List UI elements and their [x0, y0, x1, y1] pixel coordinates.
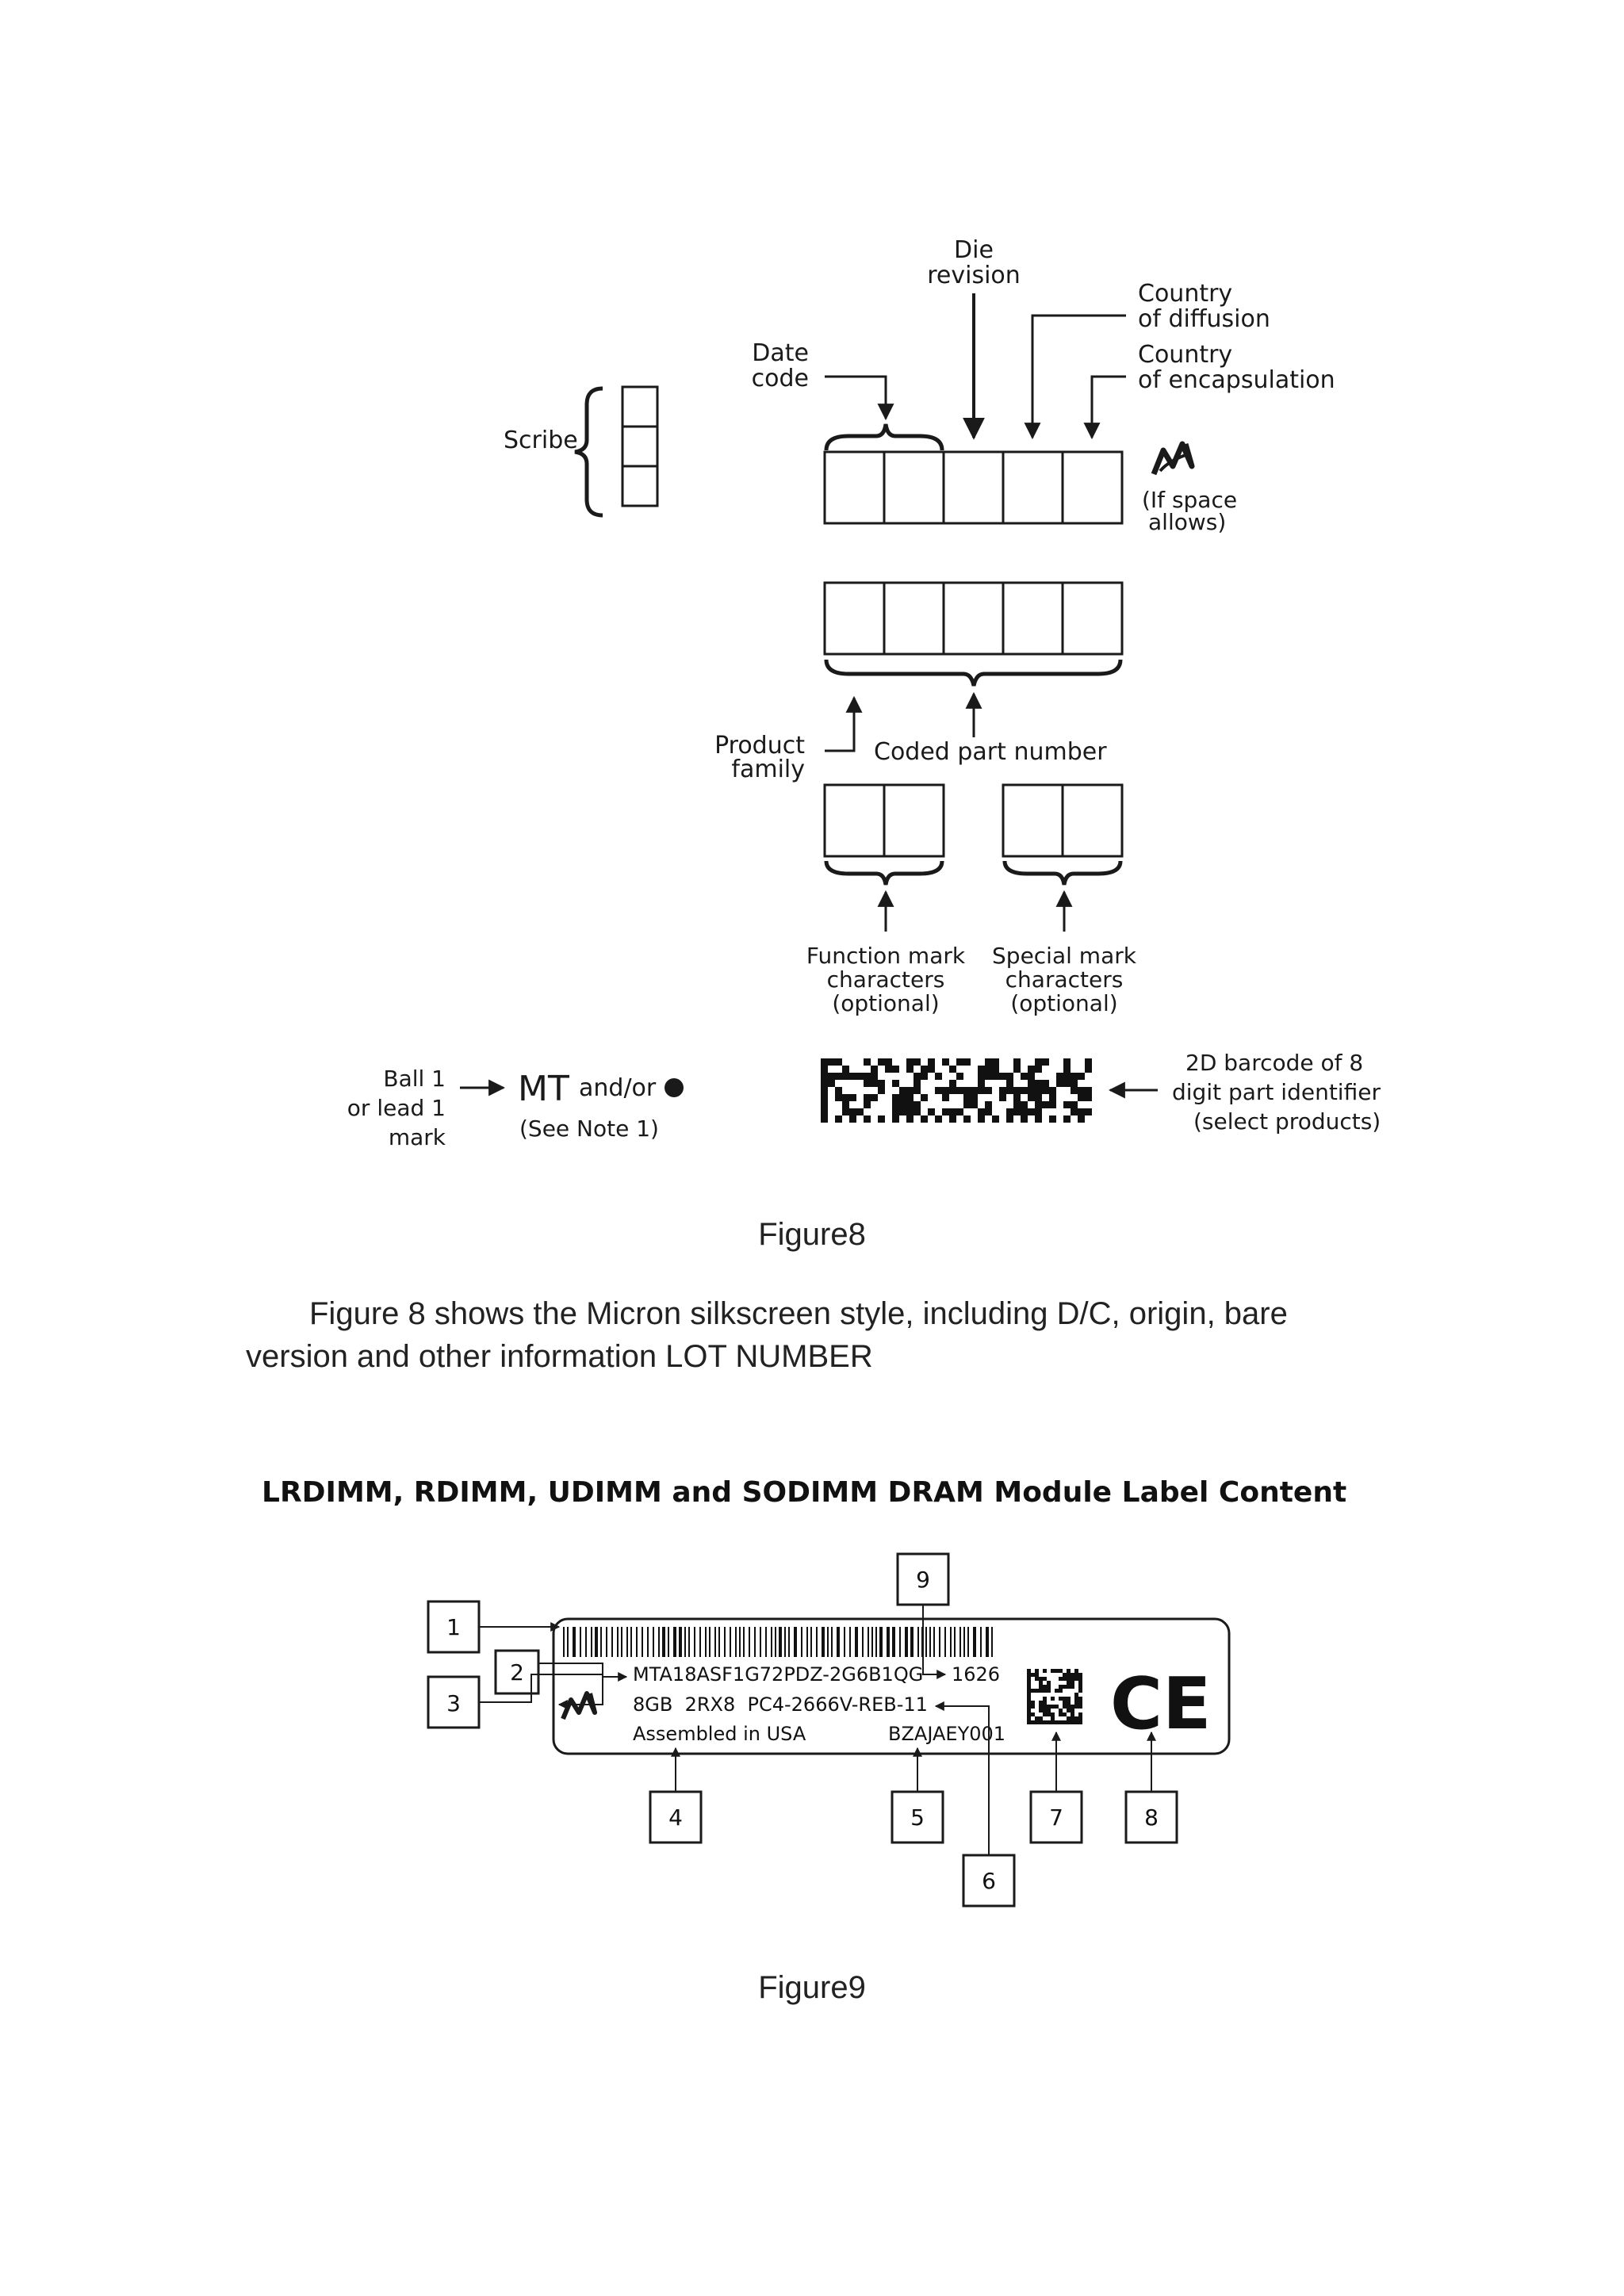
special-mark-boxes [1002, 783, 1124, 858]
callout-5: 5 [910, 1804, 925, 1831]
date-code-label-2: code [752, 365, 809, 392]
callout-9: 9 [916, 1567, 930, 1593]
callout-7: 7 [1049, 1804, 1063, 1831]
country-diffusion-label-1: Country [1138, 280, 1232, 308]
special-mark-label-2: characters [1005, 966, 1124, 993]
spec-text: 8GB 2RX8 PC4-2666V-REB-11 [633, 1693, 928, 1716]
top-row-boxes [823, 450, 1124, 525]
mt-logo-text: MT [518, 1069, 569, 1109]
barcode-label-3: (select products) [1193, 1108, 1381, 1135]
ball1-label-1: Ball 1 [383, 1066, 446, 1092]
figure-8-caption: Figure8 [758, 1217, 866, 1252]
country-encapsulation-label-2: of encapsulation [1138, 366, 1335, 394]
callout-4: 4 [668, 1804, 683, 1831]
data-matrix-icon [1027, 1669, 1082, 1724]
module-label [552, 1617, 1231, 1755]
dot-mark-icon [665, 1078, 684, 1097]
barcode-label-1: 2D barcode of 8 [1185, 1050, 1363, 1076]
see-note-label: (See Note 1) [519, 1115, 659, 1142]
callout-8: 8 [1144, 1804, 1159, 1831]
coded-part-number-label: Coded part number [874, 738, 1107, 766]
micron-marking-diagram: Scribe Die revision Country of diffusion… [301, 198, 1459, 1165]
body-paragraph: Figure 8 shows the Micron silkscreen sty… [246, 1292, 1372, 1378]
country-diffusion-label-2: of diffusion [1138, 305, 1270, 333]
scribe-label: Scribe [504, 427, 578, 454]
if-space-allows-1: (If space [1142, 487, 1237, 513]
date-code-text: 1626 [952, 1663, 1000, 1686]
barcode-label-2: digit part identifier [1172, 1079, 1381, 1105]
country-encapsulation-label-1: Country [1138, 341, 1232, 369]
callout-1: 1 [446, 1614, 461, 1640]
special-mark-label-3: (optional) [1010, 990, 1117, 1016]
function-mark-label-2: characters [827, 966, 945, 993]
ball1-label-3: mark [389, 1124, 446, 1150]
die-revision-label-1: Die [954, 236, 994, 264]
coded-part-number-boxes [823, 581, 1124, 656]
module-label-diagram: MTA18ASF1G72PDZ-2G6B1QG 1626 8GB 2RX8 PC… [412, 1538, 1285, 1934]
product-family-label-2: family [731, 756, 805, 783]
ball1-label-2: or lead 1 [347, 1095, 446, 1121]
lot-text: BZAJAEY001 [888, 1723, 1005, 1745]
figure-9-title: LRDIMM, RDIMM, UDIMM and SODIMM DRAM Mod… [262, 1476, 1347, 1509]
body-paragraph-text: Figure 8 shows the Micron silkscreen sty… [246, 1296, 1288, 1374]
function-mark-boxes [823, 783, 945, 858]
micron-logo-icon [1151, 441, 1195, 476]
date-code-label-1: Date [752, 339, 809, 367]
callout-6: 6 [982, 1868, 996, 1894]
micron-logo-icon [561, 1691, 597, 1720]
special-mark-label-1: Special mark [992, 943, 1137, 969]
assembled-text: Assembled in USA [633, 1723, 806, 1745]
function-mark-label-1: Function mark [806, 943, 966, 969]
and-or-label: and/or [579, 1074, 657, 1102]
figure-9-caption: Figure9 [758, 1970, 866, 2005]
product-family-label-1: Product [714, 732, 805, 760]
2d-barcode-icon [821, 1058, 1092, 1123]
scribe-boxes [574, 385, 659, 518]
die-revision-label-2: revision [927, 262, 1021, 289]
ce-mark-text: CE [1110, 1663, 1212, 1746]
part-number-text: MTA18ASF1G72PDZ-2G6B1QG [633, 1663, 923, 1686]
callout-2: 2 [510, 1659, 524, 1686]
callout-3: 3 [446, 1690, 461, 1716]
function-mark-label-3: (optional) [832, 990, 939, 1016]
if-space-allows-2: allows) [1148, 509, 1226, 535]
